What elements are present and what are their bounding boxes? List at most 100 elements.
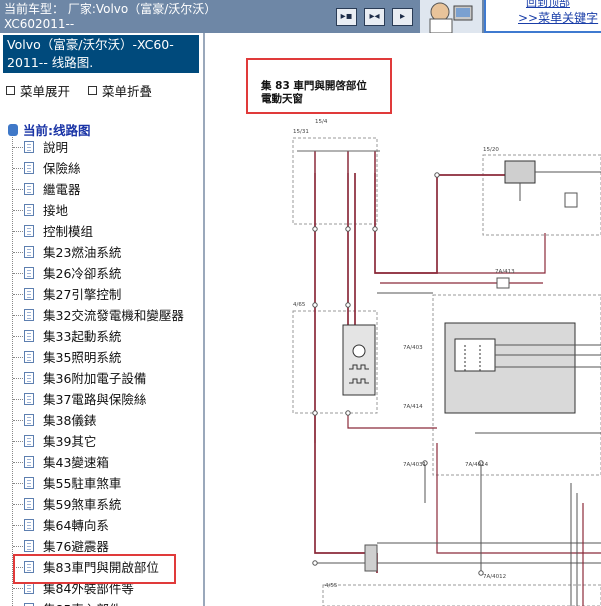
document-icon — [24, 225, 34, 237]
wiring-diagram-canvas: 15/31 15/4 4/65 7A/403 7A/414 7A/4031 7A… — [292, 119, 601, 606]
menu-tree-item[interactable]: 說明 — [13, 137, 203, 158]
menu-tree-item-label: 集59煞車系統 — [43, 497, 122, 512]
top-bar: 当前车型： 厂家:Volvo（富豪/沃尔沃） XC602011-- ▸▪ ▸◂ … — [0, 0, 601, 33]
menu-collapse-button[interactable]: 菜单折叠 — [88, 81, 152, 100]
diagram-label: 15/4 — [315, 119, 328, 125]
menu-tree-item-label: 集39其它 — [43, 434, 97, 449]
expand-icon — [6, 86, 15, 95]
menu-tree-item-label: 集83車門與開啟部位 — [43, 560, 159, 575]
menu-tree-item-label: 集36附加電子設備 — [43, 371, 147, 386]
menu-tree-item[interactable]: 集59煞車系統 — [13, 494, 203, 515]
menu-tree-item-label: 集84外裝部件等 — [43, 581, 134, 596]
diagram-label: 7A/413 — [495, 269, 515, 275]
document-icon — [24, 477, 34, 489]
menu-tree-item[interactable]: 控制模组 — [13, 221, 203, 242]
document-icon — [24, 540, 34, 552]
document-icon — [24, 603, 34, 606]
nav-button-2[interactable]: ▸◂ — [364, 8, 385, 26]
menu-tree-item[interactable]: 集37電路與保險絲 — [13, 389, 203, 410]
menu-tree-item[interactable]: 集36附加電子設備 — [13, 368, 203, 389]
diagram-title-highlight: 集 83 車門與開啓部位 電動天窗 — [246, 58, 392, 114]
document-icon — [24, 267, 34, 279]
diagram-title: 集 83 車門與開啓部位 電動天窗 — [261, 80, 367, 106]
document-icon — [24, 456, 34, 468]
keyword-menu-box: 回到顶部 >>菜单关键字 — [484, 0, 601, 33]
menu-tree-item[interactable]: 集55駐車煞車 — [13, 473, 203, 494]
menu-tree-item-label: 控制模组 — [43, 224, 94, 239]
diagram-label: 7A/4031 — [403, 462, 426, 468]
menu-tree-item[interactable]: 集83車門與開啟部位 — [13, 557, 203, 578]
document-icon — [24, 288, 34, 300]
diagram-label: 7A/4014 — [465, 462, 489, 468]
menu-tree-item-label: 集55駐車煞車 — [43, 476, 122, 491]
menu-tree-item-label: 集64轉向系 — [43, 518, 109, 533]
menu-tree-item[interactable]: 集32交流發電機和變壓器 — [13, 305, 203, 326]
menu-tree-item[interactable]: 接地 — [13, 200, 203, 221]
document-icon — [24, 498, 34, 510]
car-model-line2: XC602011-- — [4, 17, 75, 31]
menu-tree-item[interactable]: 集35照明系統 — [13, 347, 203, 368]
diagram-title-line2: 電動天窗 — [261, 93, 303, 105]
document-icon — [24, 246, 34, 258]
menu-tree-item-label: 集43變速箱 — [43, 455, 109, 470]
wiring-diagram: 15/31 15/4 4/65 7A/403 7A/414 7A/4031 7A… — [205, 33, 601, 606]
sidebar-title: Volvo（富豪/沃尔沃）-XC60-2011-- 线路图. — [3, 35, 199, 73]
menu-tree-item-label: 保險絲 — [43, 161, 81, 176]
menu-controls: 菜单展开 菜单折叠 — [6, 81, 166, 100]
menu-tree-item-label: 集27引擎控制 — [43, 287, 122, 302]
document-icon — [24, 582, 34, 594]
menu-tree-item-label: 集37電路與保險絲 — [43, 392, 147, 407]
menu-tree-item[interactable]: 集85車內部件 — [13, 599, 203, 606]
menu-tree-item-label: 集26冷卻系統 — [43, 266, 122, 281]
menu-keyword-link[interactable]: >>菜单关键字 — [518, 11, 599, 25]
sidebar: Volvo（富豪/沃尔沃）-XC60-2011-- 线路图. 菜单展开 菜单折叠… — [0, 33, 205, 606]
diagram-label: 15/31 — [293, 129, 309, 135]
menu-tree-item[interactable]: 集64轉向系 — [13, 515, 203, 536]
document-icon — [24, 351, 34, 363]
menu-tree-item[interactable]: 集39其它 — [13, 431, 203, 452]
document-icon — [24, 414, 34, 426]
menu-tree-item-label: 集76避震器 — [43, 539, 109, 554]
car-model-info: 当前车型： 厂家:Volvo（富豪/沃尔沃） XC602011-- — [4, 2, 344, 32]
menu-tree-item-label: 集35照明系統 — [43, 350, 122, 365]
menu-tree-item[interactable]: 集76避震器 — [13, 536, 203, 557]
collapse-icon — [88, 86, 97, 95]
diagram-label: 15/20 — [483, 147, 499, 153]
nav-button-3[interactable]: ▸ — [392, 8, 413, 26]
menu-tree-item-label: 說明 — [43, 140, 69, 155]
document-icon — [24, 393, 34, 405]
nav-button-1[interactable]: ▸▪ — [336, 8, 357, 26]
menu-tree-item[interactable]: 集38儀錶 — [13, 410, 203, 431]
menu-tree-item[interactable]: 集33起動系統 — [13, 326, 203, 347]
document-icon — [24, 519, 34, 531]
database-icon — [8, 124, 18, 136]
diagram-label: 4/65 — [293, 302, 306, 308]
document-icon — [24, 141, 34, 153]
back-to-top-link[interactable]: 回到顶部 — [526, 0, 570, 9]
menu-tree: 說明保險絲繼電器接地控制模组集23燃油系統集26冷卻系統集27引擎控制集32交流… — [12, 137, 203, 606]
menu-tree-item[interactable]: 集27引擎控制 — [13, 284, 203, 305]
mascot-icon — [420, 0, 482, 33]
document-icon — [24, 435, 34, 447]
menu-tree-item[interactable]: 繼電器 — [13, 179, 203, 200]
menu-tree-item[interactable]: 集84外裝部件等 — [13, 578, 203, 599]
document-icon — [24, 330, 34, 342]
document-icon — [24, 561, 34, 573]
document-icon — [24, 183, 34, 195]
menu-tree-item[interactable]: 集43變速箱 — [13, 452, 203, 473]
document-icon — [24, 309, 34, 321]
menu-expand-button[interactable]: 菜单展开 — [6, 81, 70, 100]
document-icon — [24, 162, 34, 174]
diagram-label: 7A/403 — [403, 345, 423, 351]
document-icon — [24, 372, 34, 384]
menu-tree-item[interactable]: 集26冷卻系統 — [13, 263, 203, 284]
menu-tree-item[interactable]: 集23燃油系統 — [13, 242, 203, 263]
menu-tree-item-label: 接地 — [43, 203, 69, 218]
menu-tree-item[interactable]: 保險絲 — [13, 158, 203, 179]
menu-tree-item-label: 集85車內部件 — [43, 602, 121, 606]
menu-tree-item-label: 集23燃油系統 — [43, 245, 122, 260]
menu-tree-item-label: 集38儀錶 — [43, 413, 97, 428]
current-section-label: 当前:线路图 — [8, 120, 91, 139]
diagram-title-line1: 集 83 車門與開啓部位 — [261, 80, 367, 92]
document-icon — [24, 204, 34, 216]
